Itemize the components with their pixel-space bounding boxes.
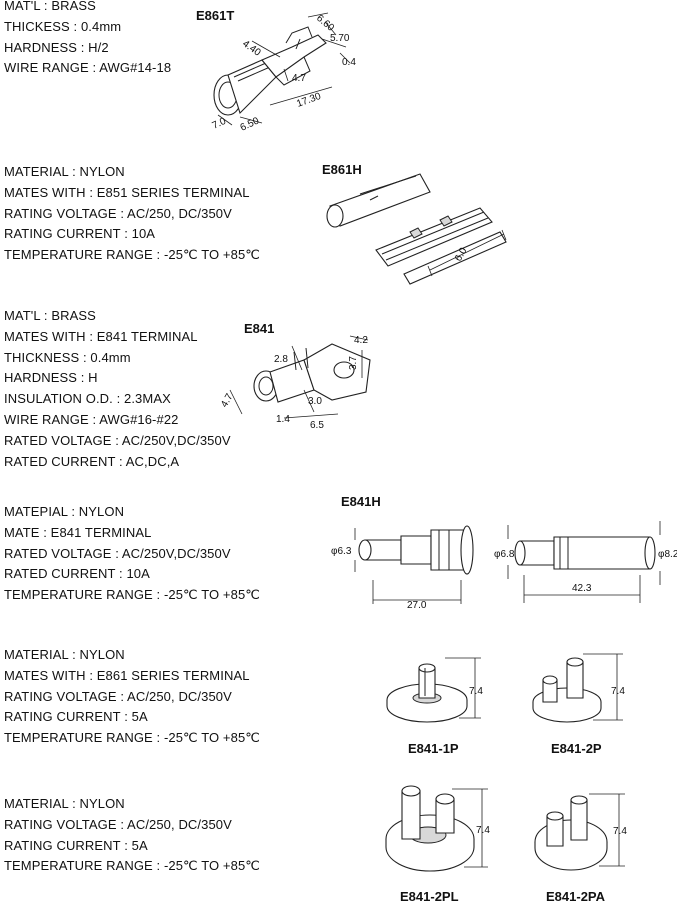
- e841-2p-plug-drawing: 7.4: [532, 653, 625, 723]
- product-name-e861h: E861H: [322, 162, 362, 177]
- dim-label: 17.30: [295, 91, 323, 110]
- dim-label: φ6.3: [331, 546, 352, 557]
- product-name-e841-2p: E841-2P: [551, 741, 602, 756]
- spec-line: RATING CURRENT : 5A: [4, 837, 148, 853]
- spec-block-e841-pl: MATERIAL : NYLON RATING VOLTAGE : AC/250…: [4, 794, 260, 877]
- dim-label: 4.40: [240, 38, 263, 58]
- spec-line: RATING VOLTAGE : AC/250, DC/350V: [4, 816, 232, 832]
- spec-line: RATING VOLTAGE : AC/250, DC/350V: [4, 688, 232, 704]
- spec-line: RATING CURRENT : 5A: [4, 709, 148, 725]
- spec-line: RATED VOLTAGE : AC/250V,DC/350V: [4, 432, 231, 448]
- spec-line: MATE : E841 TERMINAL: [4, 524, 152, 540]
- spec-line: WIRE RANGE : AWG#14-18: [4, 60, 172, 76]
- dim-label: 7.4: [611, 686, 625, 697]
- spec-line: TEMPERATURE RANGE : -25℃ TO +85℃: [4, 858, 260, 874]
- dim-label: 6.5: [310, 420, 324, 431]
- e841-2pa-plug-drawing: 7.4: [534, 793, 627, 871]
- spec-line: INSULATION O.D. : 2.3MAX: [4, 391, 171, 407]
- spec-block-e861t: MAT'L : BRASS THICKESS : 0.4mm HARDNESS …: [4, 0, 171, 79]
- e861t-terminal-drawing: 6.60 5.70 0.4 4.40 4.7 17.30 7.0 6.50: [211, 12, 356, 134]
- dim-label: 4.7: [292, 73, 306, 84]
- spec-line: THICKESS : 0.4mm: [4, 18, 122, 34]
- spec-line: RATED VOLTAGE : AC/250V,DC/350V: [4, 545, 231, 561]
- dim-label: 0.4: [342, 57, 356, 68]
- e841-1p-plug-drawing: 7.4: [386, 657, 483, 723]
- dim-label: 3.7: [348, 356, 359, 370]
- spec-line: TEMPERATURE RANGE : -25℃ TO +85℃: [4, 247, 260, 263]
- dim-label: 4.7: [219, 392, 236, 410]
- spec-line: RATED CURRENT : AC,DC,A: [4, 453, 180, 469]
- product-name-e841-2pl: E841-2PL: [400, 889, 459, 904]
- dim-label: 7.0: [211, 116, 229, 132]
- spec-line: MAT'L : BRASS: [4, 0, 96, 13]
- spec-line: RATING VOLTAGE : AC/250, DC/350V: [4, 205, 232, 221]
- product-name-e841-2pa: E841-2PA: [546, 889, 606, 904]
- dim-label: 7.4: [613, 826, 627, 837]
- e841h-housing-left-drawing: φ6.3 27.0: [331, 525, 474, 611]
- product-name-e841-1p: E841-1P: [408, 741, 459, 756]
- spec-line: RATING CURRENT : 10A: [4, 226, 156, 242]
- spec-line: MATES WITH : E851 SERIES TERMINAL: [4, 184, 250, 200]
- dim-label: 42.3: [572, 583, 592, 594]
- dim-label: 3.0: [308, 396, 322, 407]
- spec-line: THICKNESS : 0.4mm: [4, 349, 131, 365]
- spec-line: MATERIAL : NYLON: [4, 796, 125, 811]
- spec-line: MATES WITH : E841 TERMINAL: [4, 328, 198, 344]
- e841-terminal-drawing: 4.2 2.8 3.7 4.7 3.0 1.4 6.5: [219, 335, 371, 431]
- dim-label: φ6.8: [494, 549, 515, 560]
- e861h-housing-drawing: 6.0: [326, 173, 507, 285]
- dim-label: φ8.2: [658, 549, 677, 560]
- dim-label: 4.2: [354, 335, 368, 346]
- dim-label: 2.8: [274, 354, 288, 365]
- spec-line: HARDNESS : H/2: [4, 39, 109, 55]
- product-name-e841h: E841H: [341, 494, 381, 509]
- dim-label: 5.70: [330, 33, 350, 44]
- dim-label: 27.0: [407, 600, 427, 611]
- spec-line: MATERIAL : NYLON: [4, 647, 125, 662]
- product-name-e861t: E861T: [196, 8, 235, 23]
- dim-label: 7.4: [476, 825, 490, 836]
- spec-block-e841h: MATEPIAL : NYLON MATE : E841 TERMINAL RA…: [4, 502, 260, 606]
- e841-2pl-plug-drawing: 7.4: [385, 785, 490, 872]
- spec-line: MATERIAL : NYLON: [4, 164, 125, 179]
- product-name-e841: E841: [244, 321, 275, 336]
- spec-line: MATEPIAL : NYLON: [4, 504, 125, 519]
- spec-line: TEMPERATURE RANGE : -25℃ TO +85℃: [4, 730, 260, 746]
- spec-line: TEMPERATURE RANGE : -25℃ TO +85℃: [4, 587, 260, 603]
- spec-line: MAT'L : BRASS: [4, 308, 96, 323]
- e841h-housing-right-drawing: φ6.8 42.3 φ8.2: [494, 521, 677, 603]
- spec-block-e861h: MATERIAL : NYLON MATES WITH : E851 SERIE…: [4, 162, 260, 266]
- dim-label: 6.50: [239, 115, 262, 133]
- spec-line: WIRE RANGE : AWG#16-#22: [4, 411, 179, 427]
- spec-line: MATES WITH : E861 SERIES TERMINAL: [4, 667, 250, 683]
- dim-label: 7.4: [469, 686, 483, 697]
- spec-block-e841-p: MATERIAL : NYLON MATES WITH : E861 SERIE…: [4, 645, 260, 749]
- spec-line: HARDNESS : H: [4, 370, 98, 386]
- spec-line: RATED CURRENT : 10A: [4, 566, 150, 582]
- spec-block-e841: MAT'L : BRASS MATES WITH : E841 TERMINAL…: [4, 306, 231, 472]
- dim-label: 1.4: [276, 414, 290, 425]
